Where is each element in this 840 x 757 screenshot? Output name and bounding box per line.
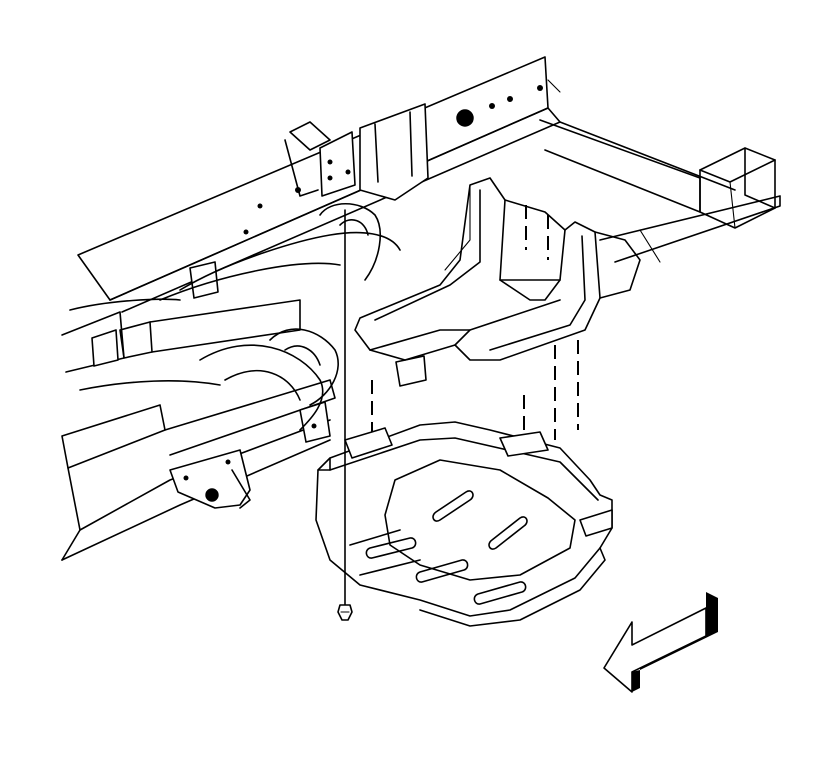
shield-bolt <box>337 209 353 621</box>
front-of-vehicle-arrow <box>603 592 718 693</box>
fuel-tank-shield <box>315 421 613 627</box>
vehicle-frame <box>61 56 781 561</box>
fuel-tank <box>354 177 641 361</box>
